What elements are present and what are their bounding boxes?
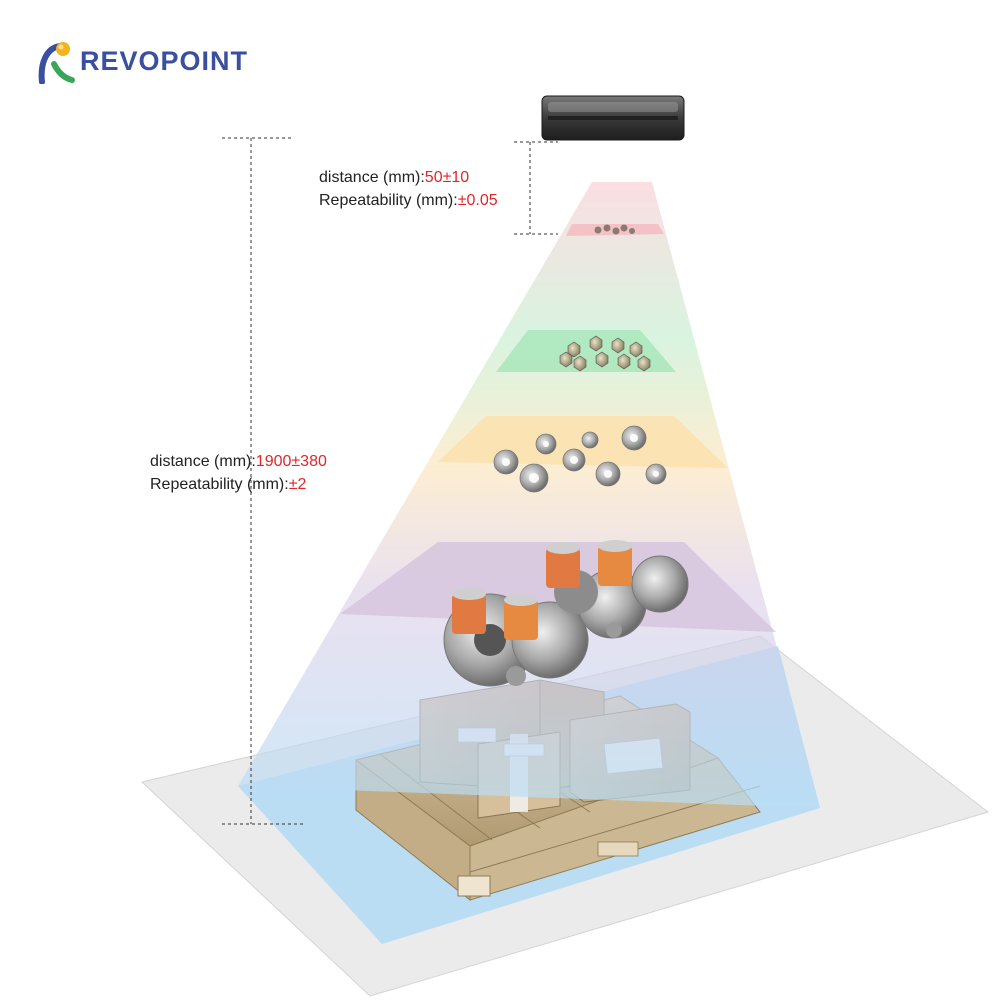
far-distance-label: distance (mm):	[150, 453, 256, 470]
far-distance-line: distance (mm):1900±380	[150, 450, 327, 473]
small-screw-parts	[594, 224, 635, 235]
oil-filter-4	[598, 540, 632, 586]
engine-parts	[443, 540, 689, 687]
near-range-dimension	[514, 141, 558, 235]
brand-name: REVOPOINT	[80, 45, 249, 76]
oil-filter-2	[504, 594, 538, 640]
oil-filter-3	[546, 542, 580, 588]
revopoint-logo-icon	[38, 42, 75, 84]
pipe-flanges	[493, 425, 667, 493]
near-distance-value: 50±10	[424, 169, 470, 186]
green-layer	[496, 330, 676, 372]
near-distance-line: distance (mm):50±10	[319, 166, 498, 189]
oil-filter-1	[452, 588, 486, 634]
scanner-device	[541, 95, 685, 141]
far-repeatability-line: Repeatability (mm):±2	[150, 473, 327, 496]
near-repeatability-value: ±0.05	[457, 192, 498, 209]
hex-nuts	[559, 335, 651, 372]
far-repeatability-value: ±2	[288, 476, 307, 493]
far-range-spec: distance (mm):1900±380 Repeatability (mm…	[150, 450, 327, 496]
near-repeatability-line: Repeatability (mm):±0.05	[319, 189, 498, 212]
brand-logo: REVOPOINT	[36, 38, 248, 84]
far-repeatability-label: Repeatability (mm):	[150, 476, 289, 493]
near-range-spec: distance (mm):50±10 Repeatability (mm):±…	[319, 166, 498, 212]
far-distance-value: 1900±380	[255, 453, 327, 470]
scan-beam	[238, 182, 820, 808]
near-repeatability-label: Repeatability (mm):	[319, 192, 458, 209]
near-distance-label: distance (mm):	[319, 169, 425, 186]
far-range-dimension	[222, 137, 304, 825]
